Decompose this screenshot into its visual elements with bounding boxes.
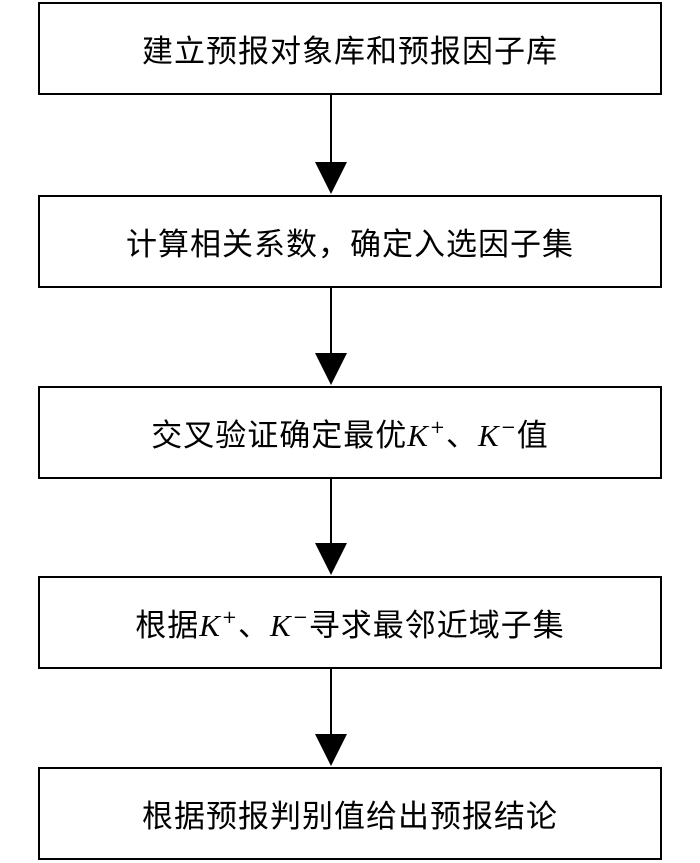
step-compute-correlation: 计算相关系数，确定入选因子集 — [38, 195, 662, 288]
k-minus-symbol: K — [478, 418, 500, 453]
minus-superscript: − — [500, 417, 517, 438]
step-3-label: 交叉验证确定最优K+、K−值 — [151, 417, 549, 454]
step-cross-validation: 交叉验证确定最优K+、K−值 — [38, 386, 662, 479]
step-forecast-conclusion: 根据预报判别值给出预报结论 — [38, 767, 662, 860]
arrow-3 — [315, 479, 347, 575]
k-minus-symbol: K — [270, 608, 292, 643]
arrow-2 — [315, 288, 347, 385]
arrow-1 — [315, 95, 347, 194]
plus-superscript: + — [429, 417, 446, 438]
step-1-label: 建立预报对象库和预报因子库 — [142, 34, 558, 70]
step-nearest-neighbor: 根据K+、K−寻求最邻近域子集 — [38, 576, 662, 669]
arrow-4 — [315, 669, 347, 766]
step-4-label: 根据K+、K−寻求最邻近域子集 — [135, 607, 565, 644]
minus-superscript: − — [292, 607, 309, 628]
step-2-label: 计算相关系数，确定入选因子集 — [126, 227, 574, 263]
step-build-database: 建立预报对象库和预报因子库 — [38, 2, 662, 95]
plus-superscript: + — [221, 607, 238, 628]
k-plus-symbol: K — [199, 608, 221, 643]
k-plus-symbol: K — [407, 418, 429, 453]
step-5-label: 根据预报判别值给出预报结论 — [142, 799, 558, 835]
